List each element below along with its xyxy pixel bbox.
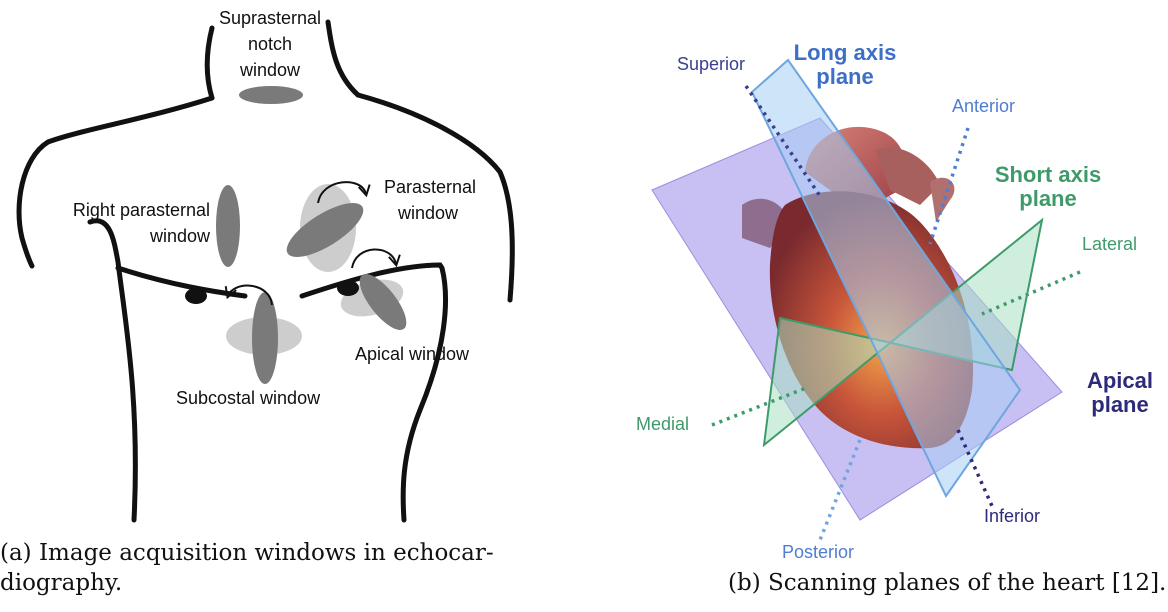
right-parasternal-window-shape [216, 185, 240, 267]
apical-plane-label-2: plane [1091, 392, 1148, 417]
anterior-label: Anterior [952, 96, 1015, 116]
inferior-label: Inferior [984, 506, 1040, 526]
subcostal-window-dark [252, 292, 278, 384]
caption-a-line-2: diography. [0, 570, 122, 596]
short-axis-label-2: plane [1019, 186, 1076, 211]
acoustic-windows [185, 86, 414, 384]
suprasternal-label-1: Suprasternal [219, 8, 321, 28]
nipple-right [185, 288, 207, 304]
subcostal-label: Subcostal window [176, 388, 321, 408]
apical-rotation-icon [352, 249, 396, 268]
torso-diagram: Suprasternal notch window Right paraster… [19, 8, 512, 520]
long-axis-label-2: plane [816, 64, 873, 89]
caption-a-line-1: (a) Image acquisition windows in echocar… [0, 540, 494, 566]
suprasternal-label-2: notch [248, 34, 292, 54]
parasternal-label-2: window [397, 203, 459, 223]
right-parasternal-label-1: Right parasternal [73, 200, 210, 220]
superior-label: Superior [677, 54, 745, 74]
lateral-label: Lateral [1082, 234, 1137, 254]
apical-label: Apical window [355, 344, 470, 364]
posterior-label: Posterior [782, 542, 854, 562]
suprasternal-window-shape [239, 86, 303, 104]
short-axis-label-1: Short axis [995, 162, 1101, 187]
parasternal-label-1: Parasternal [384, 177, 476, 197]
medial-label: Medial [636, 414, 689, 434]
right-parasternal-label-2: window [149, 226, 211, 246]
nipple-left [337, 280, 359, 296]
heart-diagram: Superior Anterior Lateral Medial Inferio… [636, 40, 1153, 562]
long-axis-label-1: Long axis [794, 40, 897, 65]
caption-a: (a) Image acquisition windows in echocar… [0, 538, 494, 598]
apical-plane-label-1: Apical [1087, 368, 1153, 393]
caption-b: (b) Scanning planes of the heart [12]. [728, 568, 1166, 598]
suprasternal-label-3: window [239, 60, 301, 80]
